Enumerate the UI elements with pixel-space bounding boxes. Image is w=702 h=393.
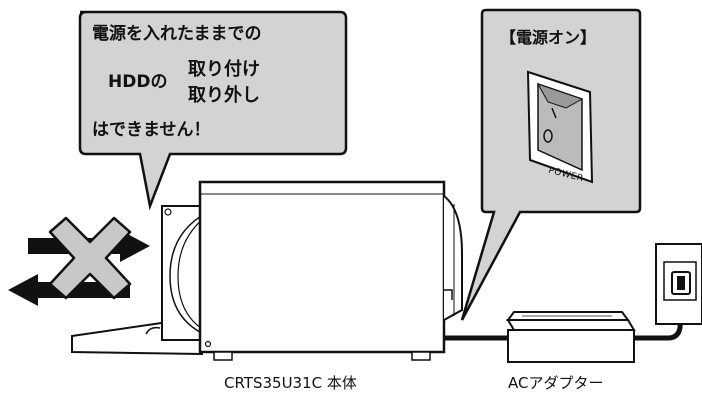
wall-outlet xyxy=(655,243,702,325)
warning-line-4: はできません！ xyxy=(92,120,211,140)
drive-tray xyxy=(71,205,209,356)
enclosure-body xyxy=(198,180,463,361)
power-title: 【電源オン】 xyxy=(500,28,597,47)
warning-line-1: 電源を入れたままでの xyxy=(92,24,262,44)
prohibited-cross-icon xyxy=(48,216,132,300)
warning-hdd: HDDの xyxy=(108,72,168,92)
device-label: CRTS35U31C 本体 xyxy=(224,374,357,392)
ac-adapter xyxy=(506,311,636,363)
adapter-label: ACアダプター xyxy=(508,374,604,392)
warning-remove: 取り外し xyxy=(188,85,260,106)
power-switch xyxy=(526,70,594,184)
warning-attach: 取り付け xyxy=(188,59,260,80)
warning-bubble xyxy=(78,10,348,211)
power-cable xyxy=(440,289,685,341)
